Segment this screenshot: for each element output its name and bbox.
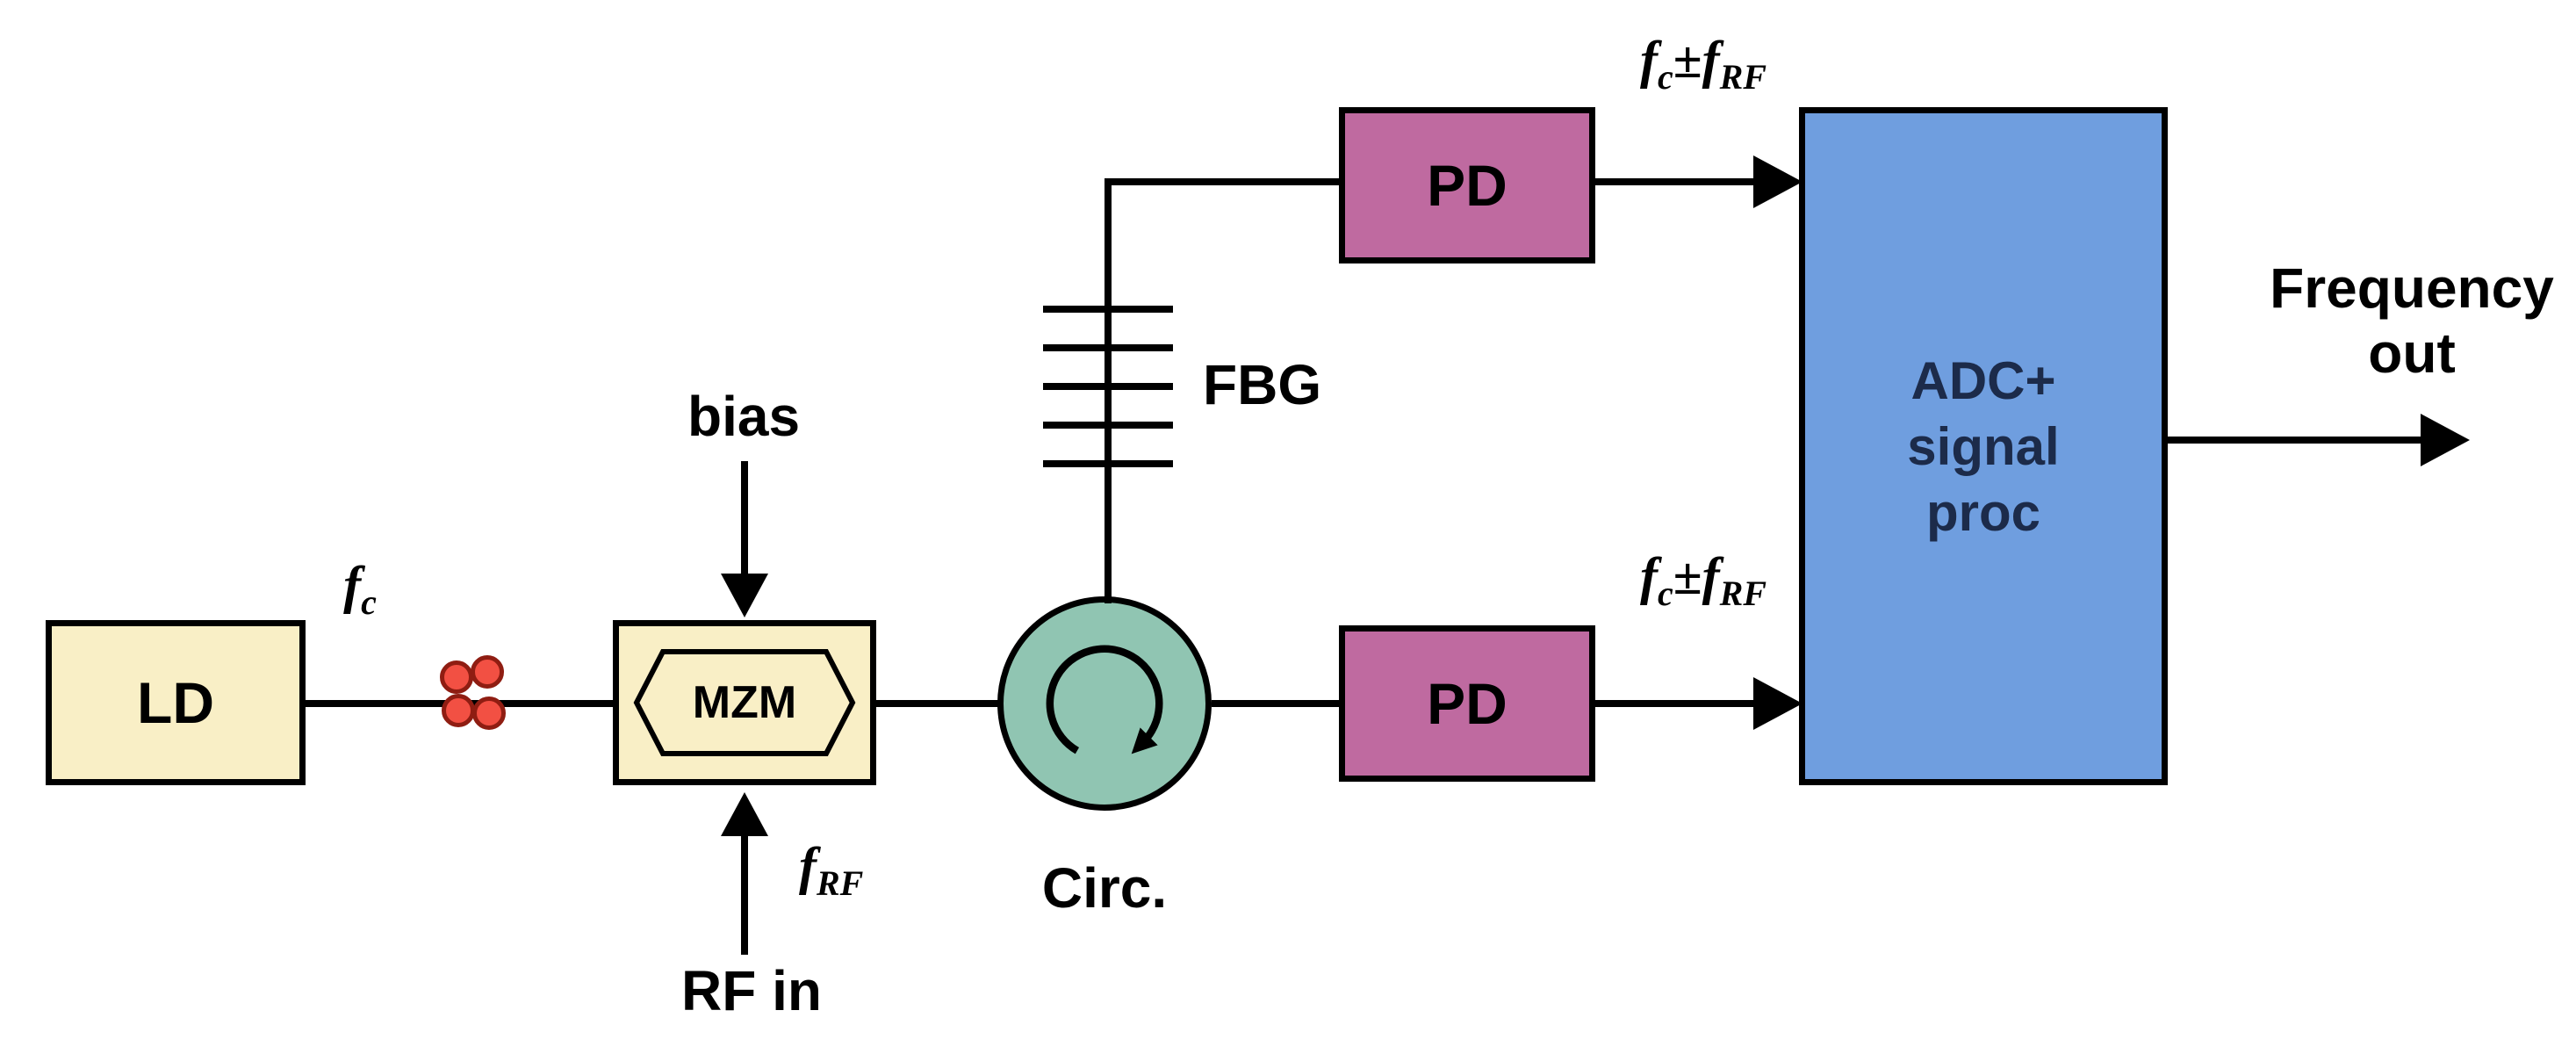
frf-symbol: f	[1702, 547, 1720, 605]
mzm-hexagon: MZM	[633, 648, 856, 757]
fc-subscript: c	[361, 582, 377, 622]
fiber-line-mzm-circ	[876, 700, 1008, 707]
frf-symbol: f	[1702, 31, 1720, 89]
fc-pm-frf-bottom-label: fc±fRF	[1572, 546, 1835, 614]
bias-label: bias	[687, 385, 801, 448]
fiber-line-circ-pd	[1212, 700, 1339, 707]
fc-symbol: f	[343, 556, 362, 614]
fiber-line-circ-up	[1105, 178, 1112, 603]
plus-minus-sign: ±	[1673, 31, 1702, 89]
rf-in-label: RF in	[681, 959, 822, 1022]
fiber-line-top-branch	[1105, 178, 1342, 185]
fc-subscript: c	[1657, 57, 1673, 97]
mzm-box	[613, 620, 876, 785]
fbg-label: FBG	[1203, 353, 1322, 416]
photodetector-bottom-label: PD	[1427, 671, 1507, 736]
frequency-out-label: Frequency out	[2248, 256, 2576, 386]
fc-pm-frf-top-label: fc±fRF	[1572, 30, 1835, 97]
photodetector-top-box: PD	[1339, 107, 1595, 263]
arrowhead-pd-top-icon	[1753, 155, 1802, 208]
fiber-dot	[471, 655, 504, 689]
frequency-out-line1: Frequency	[2270, 256, 2554, 320]
rf-arrowhead-icon	[721, 792, 768, 836]
bias-arrow-line	[741, 461, 748, 577]
laser-diode-label: LD	[137, 670, 214, 735]
frequency-out-line2: out	[2368, 321, 2456, 385]
bias-arrowhead-icon	[721, 574, 768, 617]
frf-subscript: RF	[816, 863, 864, 903]
fc-symbol: f	[1639, 31, 1658, 89]
photodetector-bottom-box: PD	[1339, 625, 1595, 782]
fc-label: fc	[307, 555, 413, 623]
grating-tick	[1043, 344, 1173, 351]
photodetector-top-label: PD	[1427, 153, 1507, 218]
frf-symbol: f	[799, 837, 817, 895]
adc-label-line1: ADC+	[1910, 350, 2056, 410]
output-arrowhead-icon	[2421, 414, 2470, 466]
adc-label-line2: signal	[1907, 416, 2060, 476]
grating-tick	[1043, 306, 1173, 313]
mzm-hexagon-outline	[633, 649, 856, 756]
frf-subscript: RF	[1719, 574, 1767, 613]
circulator-label: Circ.	[1041, 856, 1168, 920]
fc-subscript: c	[1657, 574, 1673, 613]
mzm-label: MZM	[692, 677, 797, 728]
laser-diode-box: LD	[46, 620, 306, 785]
fiber-dot	[442, 694, 475, 727]
fiber-dot	[440, 660, 473, 694]
fiber-dot	[472, 697, 506, 730]
fc-symbol: f	[1639, 547, 1658, 605]
output-arrow-line	[2168, 437, 2422, 444]
rf-arrow-line	[741, 834, 748, 955]
grating-tick	[1043, 422, 1173, 429]
arrowhead-pd-bottom-icon	[1753, 677, 1802, 730]
circular-arrow-icon	[1046, 645, 1163, 754]
adc-signal-proc-box: ADC+ signal proc	[1799, 107, 2168, 785]
frf-subscript: RF	[1719, 57, 1767, 97]
grating-tick	[1043, 460, 1173, 467]
arrow-line-pd-bottom-adc	[1595, 700, 1755, 707]
frf-label: fRF	[799, 836, 863, 904]
plus-minus-sign: ±	[1673, 547, 1702, 605]
arrow-line-pd-top-adc	[1595, 178, 1755, 185]
grating-tick	[1043, 383, 1173, 390]
adc-label-line3: proc	[1925, 482, 2041, 542]
circulator	[997, 596, 1212, 811]
